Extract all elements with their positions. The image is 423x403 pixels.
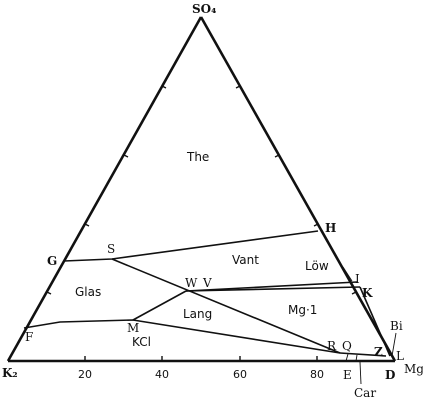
boundary-w-i	[185, 281, 358, 292]
point-label-d: D	[385, 368, 395, 382]
boundary-g-s-h	[63, 230, 319, 262]
callout-label-bi: Bi	[390, 319, 403, 333]
boundary-s-r	[111, 258, 341, 354]
point-label-s: S	[107, 242, 115, 256]
callout-label-car: Car	[354, 386, 376, 400]
region-label-kcl: KCl	[132, 335, 151, 349]
boundary-m-w	[132, 290, 187, 321]
region-label-lowe: Löw	[305, 259, 329, 273]
boundary-w-k	[185, 286, 361, 292]
axis-tick-label: 60	[233, 368, 247, 381]
point-label-w: W	[185, 276, 198, 290]
e-drop-line	[355, 354, 358, 362]
point-label-l: L	[396, 349, 404, 363]
point-label-k: K	[362, 286, 373, 300]
left-tick	[123, 154, 129, 158]
fine-lines	[342, 266, 397, 385]
point-label-g: G	[47, 254, 57, 268]
region-label-the: The	[186, 150, 209, 164]
phase-boundaries	[23, 230, 391, 357]
right-edge	[199, 16, 397, 362]
point-label-e: E	[343, 368, 352, 382]
point-label-h: H	[325, 221, 336, 235]
region-label-vant: Vant	[232, 253, 259, 267]
boundary-k-l	[359, 286, 391, 357]
lowe-pointer	[342, 266, 353, 282]
region-label-lang: Lang	[183, 307, 212, 321]
axis-tick-label: 20	[78, 368, 92, 381]
q-drop-line	[345, 353, 349, 362]
car-callout-line	[359, 361, 362, 385]
point-label-q: Q	[342, 339, 352, 353]
region-label-mg1: Mg·1	[288, 303, 317, 317]
right-tick	[313, 223, 319, 227]
axis-tick-label: 40	[155, 368, 169, 381]
point-label-f: F	[25, 330, 33, 344]
axis-tick-label: 80	[310, 368, 324, 381]
region-label-glas: Glas	[75, 285, 101, 299]
left-tick	[84, 223, 90, 227]
tick-marks	[46, 85, 357, 361]
boundary-f-m-r	[23, 319, 341, 354]
vertex-label-top: SO₄	[192, 2, 216, 16]
vertex-label-left: K₂	[2, 366, 18, 380]
boundary-r-z	[339, 352, 387, 357]
right-tick	[351, 291, 357, 295]
vertex-label-right: Mg	[404, 362, 423, 376]
point-label-i: I	[355, 272, 360, 286]
triangle-frame	[6, 16, 397, 363]
point-label-z: Z	[374, 345, 383, 359]
right-tick	[274, 154, 280, 158]
right-tick	[235, 85, 241, 89]
bi-callout-line	[391, 332, 397, 357]
point-label-m: M	[127, 321, 139, 335]
point-label-v: V	[202, 276, 212, 290]
left-tick	[161, 85, 167, 89]
point-label-r: R	[327, 339, 337, 353]
left-edge	[6, 16, 203, 362]
left-tick	[46, 291, 52, 295]
